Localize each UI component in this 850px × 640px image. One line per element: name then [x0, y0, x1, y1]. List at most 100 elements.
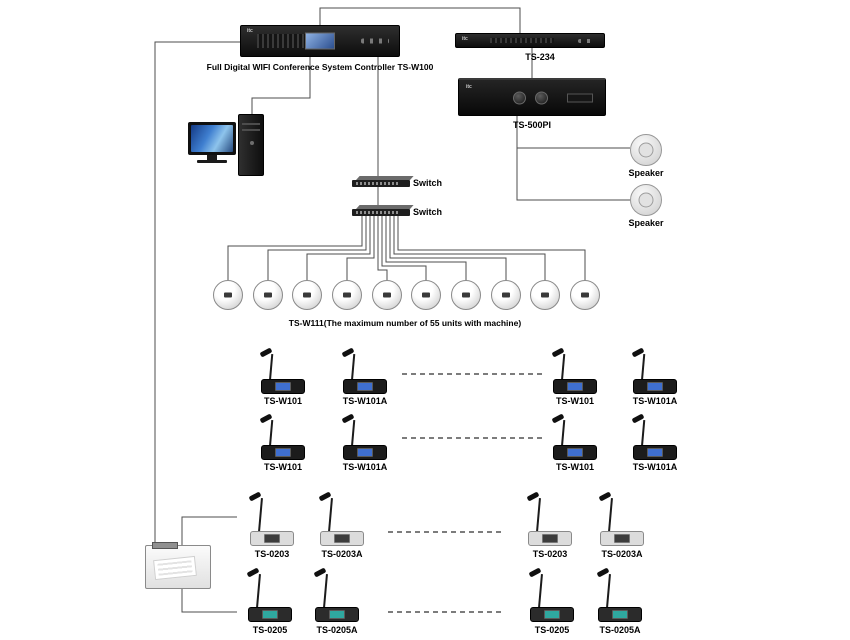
mic-screen [275, 448, 291, 457]
monitor-base [197, 160, 227, 163]
mic-capsule-icon [598, 491, 612, 502]
mic-screen [544, 610, 560, 619]
controller-buttons [361, 38, 389, 44]
controller-label: Full Digital WIFI Conference System Cont… [206, 62, 434, 72]
switch-top-label: Switch [413, 178, 443, 188]
wifi-unit [292, 280, 322, 310]
wire [377, 216, 388, 280]
controller-screen [305, 32, 335, 50]
mic-gooseneck [258, 498, 263, 533]
mic-screen [542, 534, 558, 543]
mic-label: TS-W101A [632, 462, 678, 472]
power-supply-box [145, 542, 211, 589]
mic-label: TS-W101 [555, 462, 594, 472]
mic-gooseneck [323, 574, 328, 609]
wire [306, 216, 371, 280]
amplifier-ts500pi: itc [458, 78, 606, 116]
rack-buttons [578, 38, 594, 43]
mic-gooseneck [561, 354, 566, 381]
pc-tower [238, 114, 264, 176]
speaker-bottom-label: Speaker [628, 218, 664, 228]
mic-ts-w101 [255, 413, 311, 460]
mic-base [261, 379, 305, 394]
mic-base [320, 531, 364, 546]
mic-screen [614, 534, 630, 543]
mic-ts-0203 [244, 491, 300, 546]
mic-screen [357, 382, 373, 391]
wire [397, 216, 586, 280]
terminal-block [152, 542, 178, 549]
speaker-top-icon [630, 134, 662, 166]
mic-gooseneck [328, 498, 333, 533]
mic-gooseneck [351, 354, 356, 381]
mic-ts-w101a [627, 347, 683, 394]
mic-screen [264, 534, 280, 543]
mic-screen [647, 448, 663, 457]
drive-slot [242, 129, 260, 131]
rack-controller-tsw100: itc [240, 25, 400, 57]
ts500pi-label: TS-500PI [512, 120, 552, 130]
mic-capsule-icon [318, 491, 332, 502]
mic-label: TS-W101 [555, 396, 594, 406]
mic-ts-w101 [255, 347, 311, 394]
wire [251, 57, 311, 114]
wifi-unit [253, 280, 283, 310]
wifi-unit [530, 280, 560, 310]
mic-screen [329, 610, 345, 619]
wire [381, 216, 427, 280]
wire [154, 41, 240, 560]
mic-base [633, 445, 677, 460]
mic-gooseneck [641, 354, 646, 381]
wifi-unit [451, 280, 481, 310]
mic-screen [567, 448, 583, 457]
mic-ts-0203a [594, 491, 650, 546]
wifi-unit [491, 280, 521, 310]
mic-label: TS-W101A [342, 396, 388, 406]
mic-ts-w101 [547, 347, 603, 394]
mic-base [528, 531, 572, 546]
wire [393, 216, 546, 280]
mic-label: TS-0205A [599, 625, 641, 635]
mic-capsule-icon [528, 567, 542, 578]
mic-ts-w101a [337, 347, 393, 394]
mic-base [343, 379, 387, 394]
brand-logo: itc [462, 36, 468, 42]
mic-base [248, 607, 292, 622]
drive-slot [242, 123, 260, 125]
mic-label: TS-0205A [316, 625, 358, 635]
mic-ts-w101a [337, 413, 393, 460]
monitor-screen [191, 125, 233, 152]
mic-gooseneck [269, 420, 274, 447]
mic-base [553, 445, 597, 460]
mic-screen [262, 610, 278, 619]
speaker-top-label: Speaker [628, 168, 664, 178]
mic-screen [357, 448, 373, 457]
wifi-unit [372, 280, 402, 310]
mic-capsule-icon [313, 567, 327, 578]
mic-ts-0205a [309, 567, 365, 622]
brand-logo: itc [466, 84, 472, 90]
mic-label: TS-0205 [252, 625, 288, 635]
wire [319, 7, 521, 33]
mic-capsule-icon [526, 491, 540, 502]
tsw111-label: TS-W111(The maximum number of 55 units w… [288, 318, 522, 328]
mic-gooseneck [269, 354, 274, 381]
mic-gooseneck [608, 498, 613, 533]
mic-base [633, 379, 677, 394]
mic-label: TS-0203A [321, 549, 363, 559]
mic-label: TS-W101 [263, 396, 302, 406]
rack-ts234: itc [455, 33, 605, 48]
mic-ts-w101 [547, 413, 603, 460]
volume-knob [513, 91, 526, 104]
mic-ts-0205 [242, 567, 298, 622]
mic-base [250, 531, 294, 546]
vent-grille [257, 34, 305, 48]
mic-gooseneck [536, 498, 541, 533]
wire [267, 216, 367, 280]
mic-gooseneck [256, 574, 261, 609]
mic-ts-0203 [522, 491, 578, 546]
mic-base [553, 379, 597, 394]
mic-ts-w101a [627, 413, 683, 460]
mic-label: TS-W101A [342, 462, 388, 472]
